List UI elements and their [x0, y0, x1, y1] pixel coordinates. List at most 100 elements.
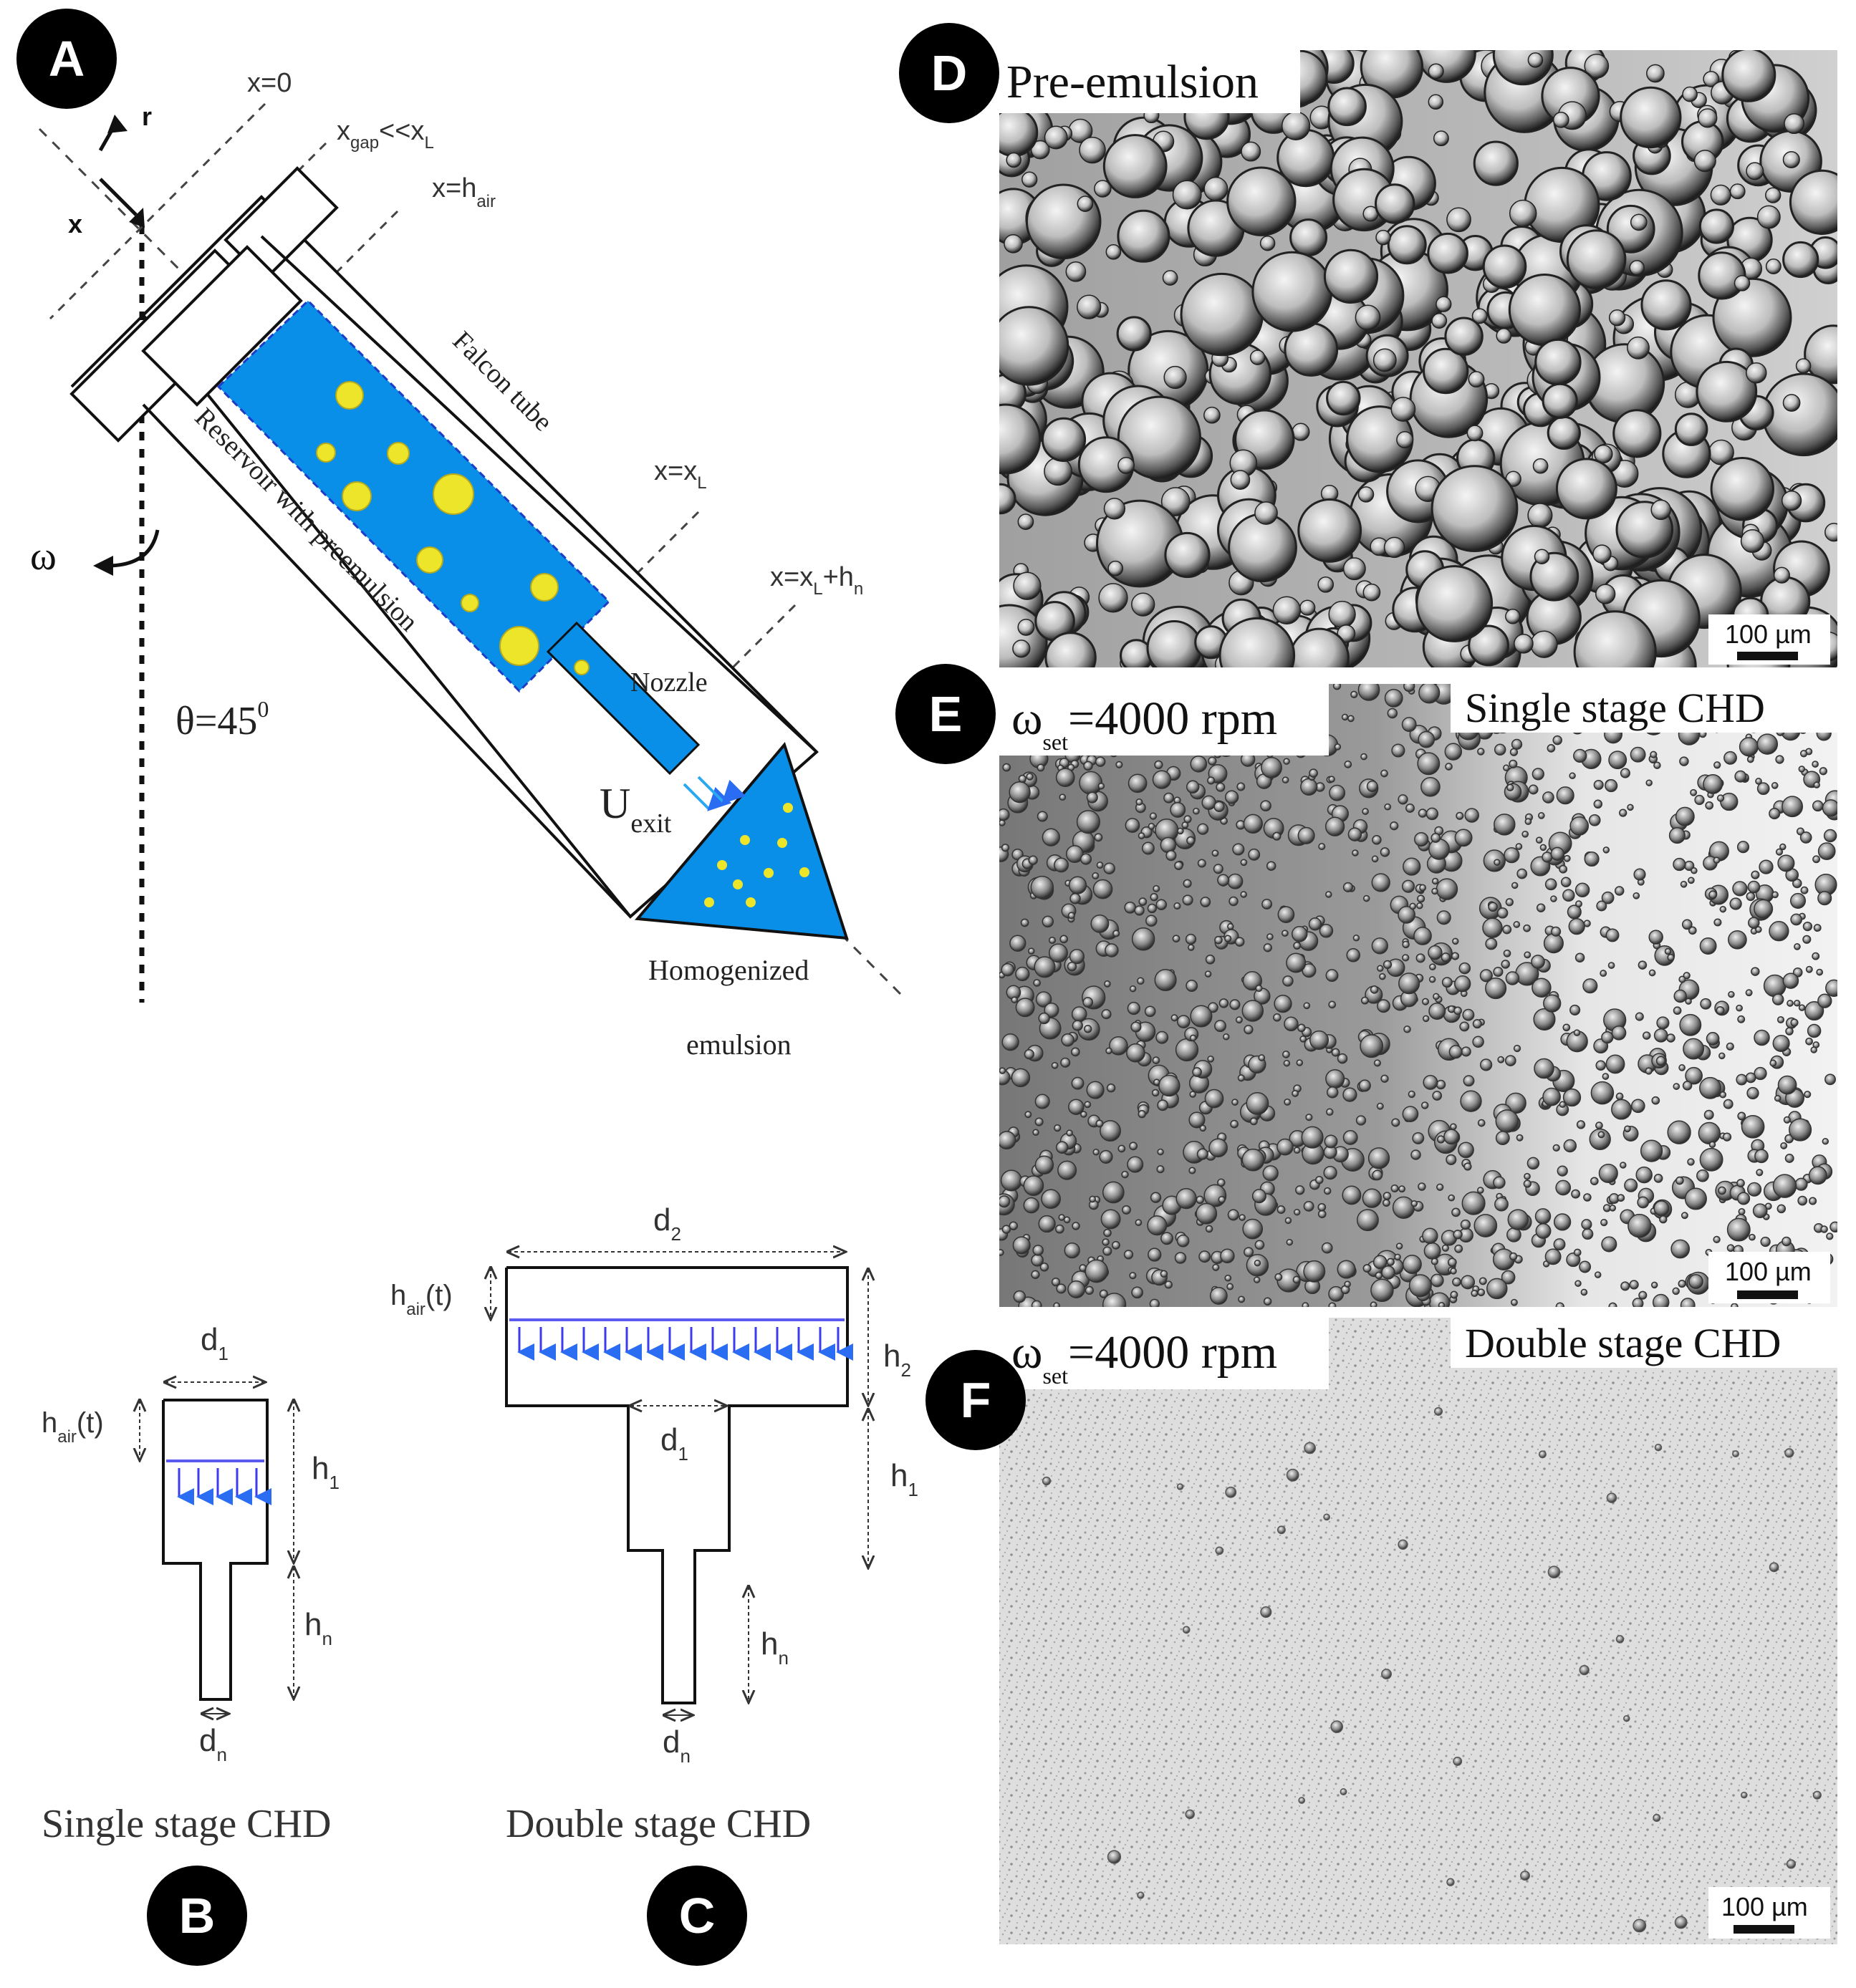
- droplet: [1593, 799, 1603, 809]
- droplet: [1170, 801, 1186, 818]
- droplet: [1824, 523, 1837, 542]
- droplet: [1323, 248, 1379, 304]
- droplet: [1461, 1191, 1486, 1215]
- droplet: [1059, 793, 1067, 801]
- droplet: [1624, 1125, 1631, 1133]
- droplet: [1623, 1714, 1630, 1722]
- droplet: [1054, 857, 1069, 873]
- droplet: [1193, 807, 1200, 815]
- droplet: [1367, 1147, 1390, 1169]
- droplet: [1514, 633, 1534, 654]
- droplet: [1398, 973, 1420, 995]
- droplet: [1648, 969, 1656, 977]
- droplet: [1292, 1089, 1299, 1097]
- droplet: [1645, 1067, 1653, 1075]
- droplet: [1737, 1192, 1751, 1205]
- droplet: [1782, 1236, 1792, 1247]
- droplet: [1745, 1072, 1756, 1084]
- droplet: [1771, 782, 1779, 789]
- label-omega: ω: [30, 534, 57, 579]
- droplet: [1398, 794, 1408, 805]
- droplet: [1152, 1056, 1160, 1064]
- droplet: [1418, 809, 1428, 818]
- droplet: [1691, 867, 1698, 874]
- droplet: [1360, 753, 1367, 761]
- droplet: [1808, 1166, 1827, 1185]
- droplet: [1344, 1280, 1351, 1288]
- droplet: [1446, 1878, 1455, 1886]
- droplet: [1362, 1264, 1372, 1273]
- droplet: [1728, 990, 1735, 998]
- droplet: [1127, 1001, 1140, 1015]
- droplet: [1009, 935, 1026, 952]
- droplet: [1493, 1176, 1506, 1190]
- droplet: [1137, 977, 1145, 985]
- droplet: [1683, 1038, 1705, 1060]
- droplet: [1562, 1088, 1582, 1107]
- droplet: [1352, 935, 1360, 942]
- label-hair: hair(t): [42, 1407, 104, 1447]
- label-d1: d1: [201, 1322, 229, 1364]
- droplet: [1597, 1131, 1605, 1139]
- droplet: [1544, 878, 1557, 891]
- droplet: [1497, 1056, 1505, 1063]
- droplet: [1648, 930, 1663, 945]
- droplet: [1214, 1020, 1226, 1033]
- droplet: [1431, 877, 1439, 885]
- droplet: [1383, 1192, 1392, 1200]
- droplet: [1454, 829, 1473, 847]
- droplet: [1602, 1073, 1610, 1080]
- droplet: [1563, 1139, 1577, 1153]
- droplet: [1094, 180, 1112, 198]
- svg-text:D: D: [931, 45, 968, 101]
- droplet: [1189, 1091, 1196, 1098]
- droplet: [1317, 1210, 1327, 1219]
- droplet: [999, 306, 1069, 386]
- droplet: [1436, 1183, 1444, 1191]
- droplet: [1531, 955, 1545, 969]
- droplet: [1619, 809, 1627, 817]
- label-emulsion: emulsion: [686, 1028, 792, 1061]
- droplet: [1805, 1037, 1813, 1046]
- droplet: [1160, 1232, 1173, 1245]
- droplet: [1441, 977, 1453, 988]
- droplet: [1527, 503, 1553, 529]
- droplet: [1309, 1030, 1330, 1050]
- droplet: [1542, 791, 1554, 804]
- droplet: [1137, 1891, 1145, 1899]
- droplet: [1553, 1238, 1566, 1251]
- droplet: [1542, 1087, 1561, 1106]
- droplet: [1464, 808, 1479, 823]
- droplet: [1092, 879, 1113, 899]
- droplet: [1182, 1626, 1191, 1634]
- droplet: [1510, 1298, 1518, 1306]
- droplet: [1234, 937, 1245, 947]
- droplet: [1186, 836, 1196, 845]
- droplet: [1520, 1871, 1530, 1881]
- droplet: [1415, 565, 1494, 642]
- droplet: [1387, 225, 1427, 265]
- droplet: [1826, 1232, 1834, 1240]
- droplet: [1673, 1006, 1682, 1015]
- droplet: [1422, 1227, 1438, 1245]
- droplet: [1503, 949, 1511, 957]
- droplet: [1147, 903, 1157, 914]
- droplet: [1529, 551, 1579, 602]
- tube-collar: [141, 245, 303, 407]
- droplet: [1608, 751, 1627, 770]
- label-x0: x=0: [247, 68, 292, 98]
- droplet: [1371, 855, 1379, 863]
- droplet: [1798, 766, 1806, 773]
- droplet: [1573, 1029, 1581, 1036]
- droplet: [1160, 1270, 1168, 1278]
- droplet: [1745, 989, 1753, 997]
- droplet: [1068, 1099, 1085, 1115]
- droplet: [1300, 778, 1318, 796]
- droplet: [1229, 999, 1241, 1010]
- droplet: [1771, 891, 1779, 899]
- droplet: [1244, 1025, 1254, 1035]
- droplet: [1068, 876, 1087, 894]
- droplet: [1084, 1101, 1092, 1109]
- droplet: [1346, 948, 1360, 962]
- droplet: [1722, 1132, 1732, 1142]
